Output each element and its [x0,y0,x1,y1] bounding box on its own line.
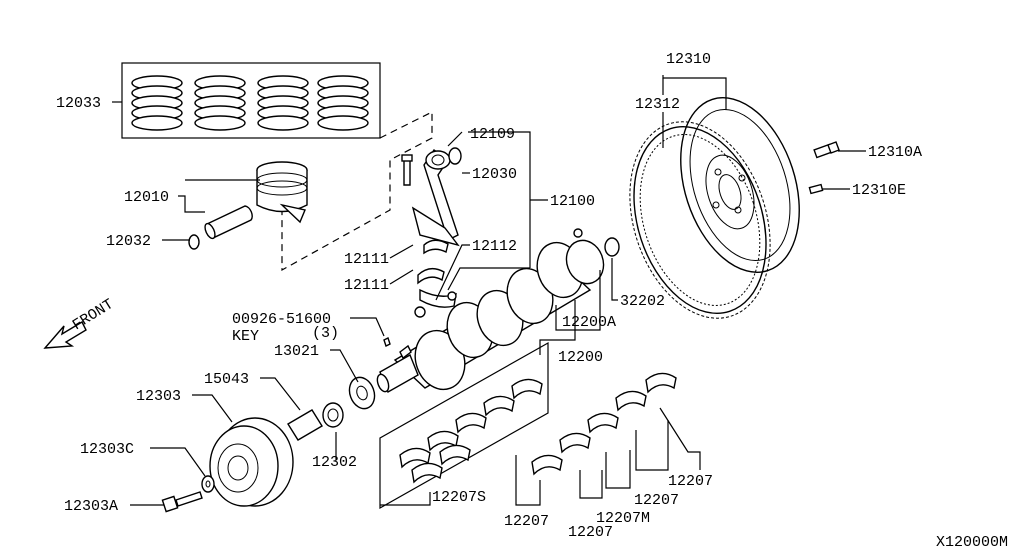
label-12207-bottom: 12207 [568,524,613,541]
crankshaft-key [383,337,391,347]
label-12310E: 12310E [852,182,906,199]
label-12207-left: 12207 [504,513,549,530]
crankshaft-plug [573,228,583,238]
front-arrow-icon [43,321,87,349]
label-12310A: 12310A [868,144,922,161]
flywheel [680,97,800,273]
label-12112: 12112 [472,238,517,255]
piston-ring-set [121,62,381,139]
label-key-qty: (3) [312,325,339,342]
label-front: FRONT [70,296,117,334]
label-12033: 12033 [56,95,101,112]
crank-sprocket [348,376,376,410]
label-12111-upper: 12111 [344,251,389,268]
crankshaft-sensor-plate [414,291,457,318]
label-13021: 13021 [274,343,319,360]
pulley-bolt [161,491,203,513]
connecting-rod-bearing-lower [417,267,445,285]
main-bearing-set-std [379,341,549,510]
label-12207-mid: 12207 [634,492,679,509]
oil-seal [287,409,323,441]
diagram-id: X120000M [936,534,1008,551]
connecting-rod-bolt [401,154,413,186]
pulley-washer [201,475,215,493]
label-12030: 12030 [472,166,517,183]
label-12303: 12303 [136,388,181,405]
label-12111-lower: 12111 [344,277,389,294]
crank-spacer [322,402,344,428]
main-bearing-set [531,372,677,476]
label-12312: 12312 [635,96,680,113]
label-12032: 12032 [106,233,151,250]
callout-labels: 12310 12312 12310A 12310E 12033 12109 12… [56,51,1008,551]
leader-lines [112,75,866,506]
label-15043: 15043 [204,371,249,388]
crank-pulley [209,417,294,507]
crankshaft [376,239,605,394]
label-12200A: 12200A [562,314,616,331]
assembly-guide-line [281,111,433,272]
label-12207-right: 12207 [668,473,713,490]
label-12303C: 12303C [80,441,134,458]
label-12302: 12302 [312,454,357,471]
label-12207M: 12207M [596,510,650,527]
flywheel-bolt [813,141,840,159]
label-12207S: 12207S [432,489,486,506]
label-key: KEY [232,328,259,345]
connecting-rod-bearing-upper [423,239,449,255]
label-12310: 12310 [666,51,711,68]
label-12200: 12200 [558,349,603,366]
connecting-rod-cap [419,288,457,308]
label-12100: 12100 [550,193,595,210]
piston [256,161,308,224]
snap-ring [188,234,200,250]
connecting-rod-bushing [448,147,462,165]
label-12010: 12010 [124,189,169,206]
piston-pin [204,205,253,240]
label-12109: 12109 [470,126,515,143]
flywheel-pin [808,183,824,195]
label-12303A: 12303A [64,498,118,515]
label-32202: 32202 [620,293,665,310]
connecting-rod [411,149,460,247]
label-00926-51600: 00926-51600 [232,311,331,328]
pilot-bushing [604,237,620,257]
